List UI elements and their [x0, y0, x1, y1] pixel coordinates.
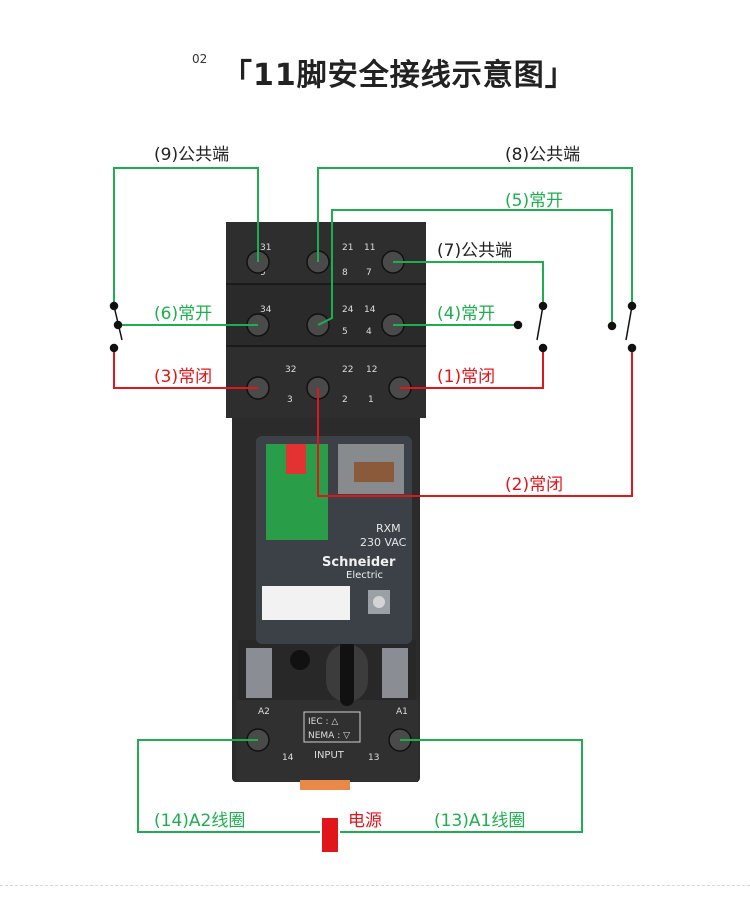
terminal-9-label: 9: [260, 268, 266, 278]
label-pin5: (5)常开: [505, 191, 563, 211]
terminal-7-label: 7: [366, 268, 372, 278]
label-pin3: (3)常闭: [154, 367, 212, 387]
terminal-8-label: 8: [342, 268, 348, 278]
label-power: 电源: [348, 811, 382, 831]
terminal-14-label: 14: [364, 305, 376, 315]
label-pin13: (13)A1线圈: [434, 811, 525, 831]
bottom-divider: [0, 885, 750, 886]
brand-sub: Electric: [346, 570, 383, 581]
terminal-31-label: 31: [260, 243, 271, 253]
switch-symbols: [109, 301, 637, 353]
brand-logo: Schneider: [322, 555, 396, 570]
terminal-a1-label: A1: [396, 707, 408, 717]
terminal-14-label: 14: [282, 753, 294, 763]
terminal-2-label: 2: [342, 395, 348, 405]
terminal-13-label: 13: [368, 753, 379, 763]
terminal-numbers: 31 21 11 9 8 7 34 24 14 6 5 4 32 22 12 3…: [258, 243, 408, 763]
iec-mark: IEC : △: [308, 717, 338, 727]
terminal-11-label: 11: [364, 243, 375, 253]
terminal-a2-label: A2: [258, 707, 270, 717]
terminal-32-label: 32: [285, 365, 296, 375]
terminal-34-label: 34: [260, 305, 272, 315]
power-source-icon: [322, 818, 338, 852]
label-pin9: (9)公共端: [154, 145, 229, 165]
terminal-3-label: 3: [287, 395, 293, 405]
label-pin14: (14)A2线圈: [154, 811, 245, 831]
red-wires: [113, 348, 633, 497]
label-pin4: (4)常开: [437, 304, 495, 324]
terminal-21-label: 21: [342, 243, 353, 253]
terminal-4-label: 4: [366, 327, 372, 337]
input-label: INPUT: [314, 750, 345, 761]
terminal-24-label: 24: [342, 305, 354, 315]
terminal-22-label: 22: [342, 365, 353, 375]
label-pin7: (7)公共端: [437, 241, 512, 261]
screw-terminals: [246, 250, 412, 752]
relay-model: RXM: [376, 522, 401, 535]
relay-voltage: 230 VAC: [360, 536, 407, 549]
title-number: 02: [192, 52, 208, 66]
page-title: 「11脚安全接线示意图」: [222, 58, 576, 93]
label-pin2: (2)常闭: [505, 475, 563, 495]
label-pin6: (6)常开: [154, 304, 212, 324]
nema-mark: NEMA : ▽: [308, 731, 350, 741]
label-pin8: (8)公共端: [505, 145, 580, 165]
terminal-5-label: 5: [342, 327, 348, 337]
terminal-1-label: 1: [368, 395, 374, 405]
green-wires: [113, 167, 633, 833]
relay-module: RXM 230 VAC Schneider Electric: [256, 436, 412, 644]
terminal-12-label: 12: [366, 365, 377, 375]
label-pin1: (1)常闭: [437, 367, 495, 387]
